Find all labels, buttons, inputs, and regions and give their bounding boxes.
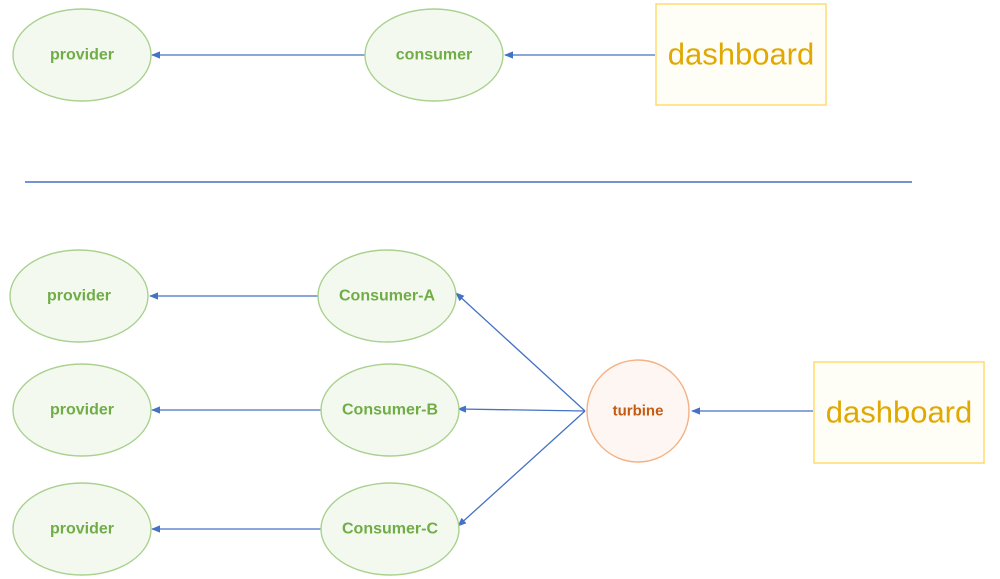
edge-turbine-to-consumer-a	[455, 292, 586, 412]
dashboard-label: dashboard	[668, 37, 815, 72]
bottom-section: provider provider provider Consumer-A Co…	[9, 249, 985, 576]
top-section: provider consumer dashboard	[12, 3, 827, 106]
consumer-c-ellipse	[320, 482, 460, 576]
provider-ellipse-2	[12, 363, 152, 457]
provider-node-3: provider	[12, 482, 152, 576]
consumer-c-node: Consumer-C	[320, 482, 460, 576]
edge-turbine-to-consumer-c	[457, 410, 586, 527]
consumer-b-node: Consumer-B	[320, 363, 460, 457]
consumer-label: consumer	[396, 47, 472, 64]
turbine-label: turbine	[613, 403, 664, 420]
dashboard-node-bottom: dashboard	[813, 361, 985, 464]
consumer-a-ellipse	[317, 249, 457, 343]
dashboard-node: dashboard	[655, 3, 827, 106]
dashboard-box-bottom	[813, 361, 985, 464]
consumer-node: consumer	[364, 8, 504, 102]
consumer-a-node: Consumer-A	[317, 249, 457, 343]
provider-node: provider	[12, 8, 152, 102]
provider-label: provider	[50, 47, 114, 64]
provider-ellipse-3	[12, 482, 152, 576]
turbine-node: turbine	[586, 359, 690, 463]
consumer-a-label: Consumer-A	[339, 288, 435, 305]
provider-ellipse	[12, 8, 152, 102]
provider-label-1: provider	[47, 288, 111, 305]
consumer-ellipse	[364, 8, 504, 102]
edge-turbine-to-consumer-b	[457, 405, 586, 413]
dashboard-label-bottom: dashboard	[826, 395, 973, 430]
provider-ellipse-1	[9, 249, 149, 343]
provider-node-1: provider	[9, 249, 149, 343]
consumer-c-label: Consumer-C	[342, 521, 438, 538]
provider-node-2: provider	[12, 363, 152, 457]
turbine-ellipse	[586, 359, 690, 463]
consumer-b-label: Consumer-B	[342, 402, 438, 419]
dashboard-box	[655, 3, 827, 106]
provider-label-3: provider	[50, 521, 114, 538]
provider-label-2: provider	[50, 402, 114, 419]
consumer-b-ellipse	[320, 363, 460, 457]
